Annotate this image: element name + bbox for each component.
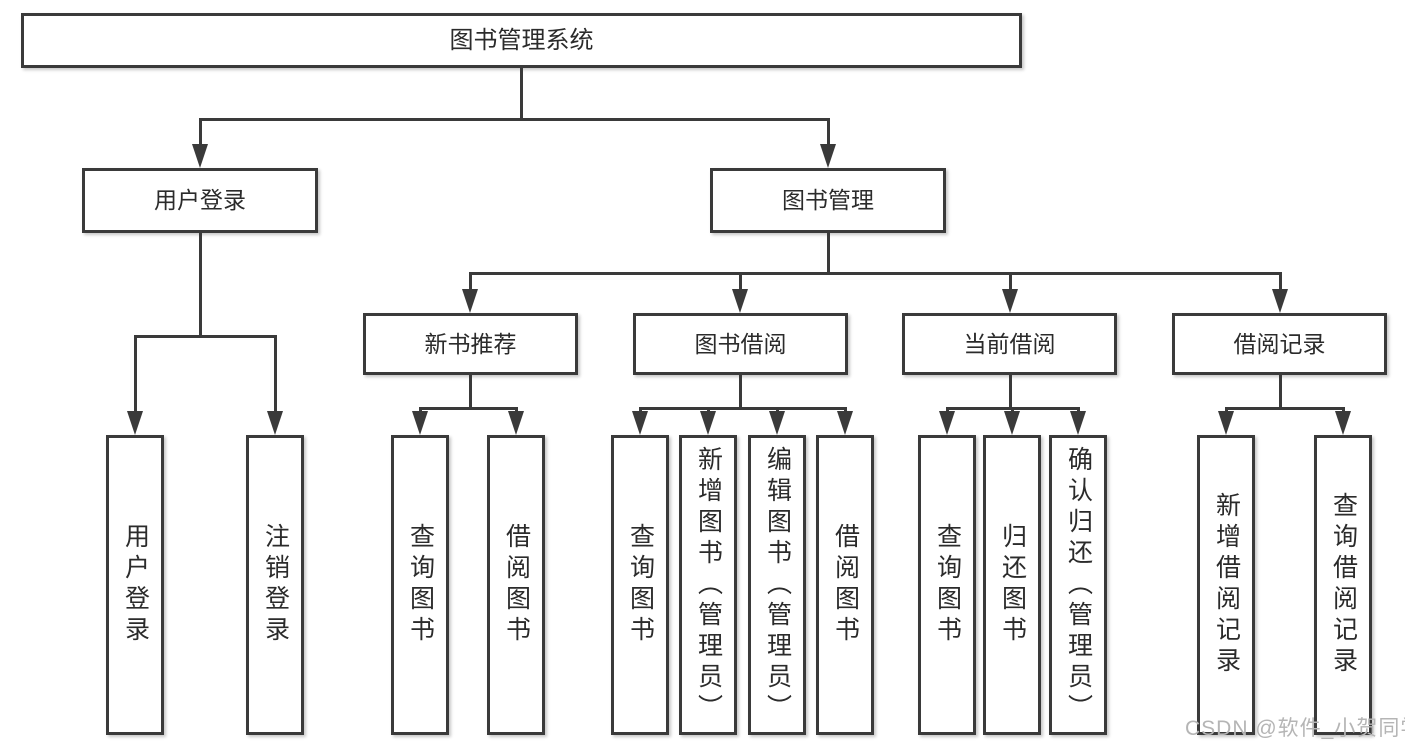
node-borrow-records: 借阅记录 xyxy=(1172,313,1387,375)
arrowhead-icon xyxy=(837,411,853,435)
leaf-return-books: 归还图书 xyxy=(983,435,1041,735)
connector-line xyxy=(199,233,202,337)
leaf-label: 注销登录 xyxy=(261,523,290,647)
node-book-borrow: 图书借阅 xyxy=(633,313,848,375)
connector-line xyxy=(739,272,742,292)
leaf-label: 新增图书（管理员） xyxy=(694,445,723,725)
connector-line xyxy=(274,335,277,413)
leaf-label: 用户登录 xyxy=(121,523,150,647)
leaf-label: 查询图书 xyxy=(626,523,655,647)
arrowhead-icon xyxy=(1272,289,1288,313)
connector-line xyxy=(199,118,202,146)
arrowhead-icon xyxy=(462,289,478,313)
arrowhead-icon xyxy=(939,411,955,435)
leaf-borrow-books-1: 借阅图书 xyxy=(487,435,545,735)
connector-line xyxy=(739,375,742,410)
leaf-logout: 注销登录 xyxy=(246,435,304,735)
leaf-label: 查询借阅记录 xyxy=(1329,492,1358,678)
connector-line xyxy=(1009,272,1012,292)
connector-line xyxy=(469,272,472,292)
leaf-query-books-3: 查询图书 xyxy=(918,435,976,735)
arrowhead-icon xyxy=(1335,411,1351,435)
connector-line xyxy=(469,375,472,410)
arrowhead-icon xyxy=(820,144,836,168)
connector-line xyxy=(520,68,523,120)
arrowhead-icon xyxy=(1070,411,1086,435)
leaf-label: 编辑图书（管理员） xyxy=(763,445,792,725)
leaf-add-borrow-record: 新增借阅记录 xyxy=(1197,435,1255,735)
leaf-label: 查询图书 xyxy=(406,523,435,647)
connector-line xyxy=(639,407,847,410)
node-current-borrow: 当前借阅 xyxy=(902,313,1117,375)
arrowhead-icon xyxy=(700,411,716,435)
arrowhead-icon xyxy=(1218,411,1234,435)
connector-line xyxy=(134,335,137,413)
arrowhead-icon xyxy=(127,411,143,435)
leaf-label: 新增借阅记录 xyxy=(1212,492,1241,678)
connector-line xyxy=(1225,407,1345,410)
leaf-add-books-admin: 新增图书（管理员） xyxy=(679,435,737,735)
connector-line xyxy=(469,272,1282,275)
arrowhead-icon xyxy=(769,411,785,435)
arrowhead-icon xyxy=(192,144,208,168)
watermark: CSDN @软件_小贺同学 xyxy=(1185,717,1405,740)
leaf-label: 借阅图书 xyxy=(831,523,860,647)
arrowhead-icon xyxy=(412,411,428,435)
leaf-label: 查询图书 xyxy=(933,523,962,647)
leaf-query-books-2: 查询图书 xyxy=(611,435,669,735)
connector-line xyxy=(419,407,518,410)
node-book-management: 图书管理 xyxy=(710,168,946,233)
arrowhead-icon xyxy=(1002,289,1018,313)
connector-line xyxy=(1279,375,1282,410)
leaf-label: 归还图书 xyxy=(998,523,1027,647)
leaf-edit-books-admin: 编辑图书（管理员） xyxy=(748,435,806,735)
node-user-login: 用户登录 xyxy=(82,168,318,233)
arrowhead-icon xyxy=(632,411,648,435)
leaf-label: 确认归还（管理员） xyxy=(1064,445,1093,725)
leaf-query-borrow-record: 查询借阅记录 xyxy=(1314,435,1372,735)
arrowhead-icon xyxy=(267,411,283,435)
connector-line xyxy=(134,335,277,338)
leaf-label: 借阅图书 xyxy=(502,523,531,647)
leaf-user-login: 用户登录 xyxy=(106,435,164,735)
connector-line xyxy=(827,118,830,146)
node-new-book-recommend: 新书推荐 xyxy=(363,313,578,375)
leaf-query-books-1: 查询图书 xyxy=(391,435,449,735)
arrowhead-icon xyxy=(732,289,748,313)
node-library-system: 图书管理系统 xyxy=(21,13,1022,68)
arrowhead-icon xyxy=(1004,411,1020,435)
leaf-confirm-return-admin: 确认归还（管理员） xyxy=(1049,435,1107,735)
connector-line xyxy=(827,233,830,275)
connector-line xyxy=(199,118,830,121)
arrowhead-icon xyxy=(508,411,524,435)
connector-line xyxy=(1279,272,1282,292)
leaf-borrow-books-2: 借阅图书 xyxy=(816,435,874,735)
connector-line xyxy=(1009,375,1012,410)
